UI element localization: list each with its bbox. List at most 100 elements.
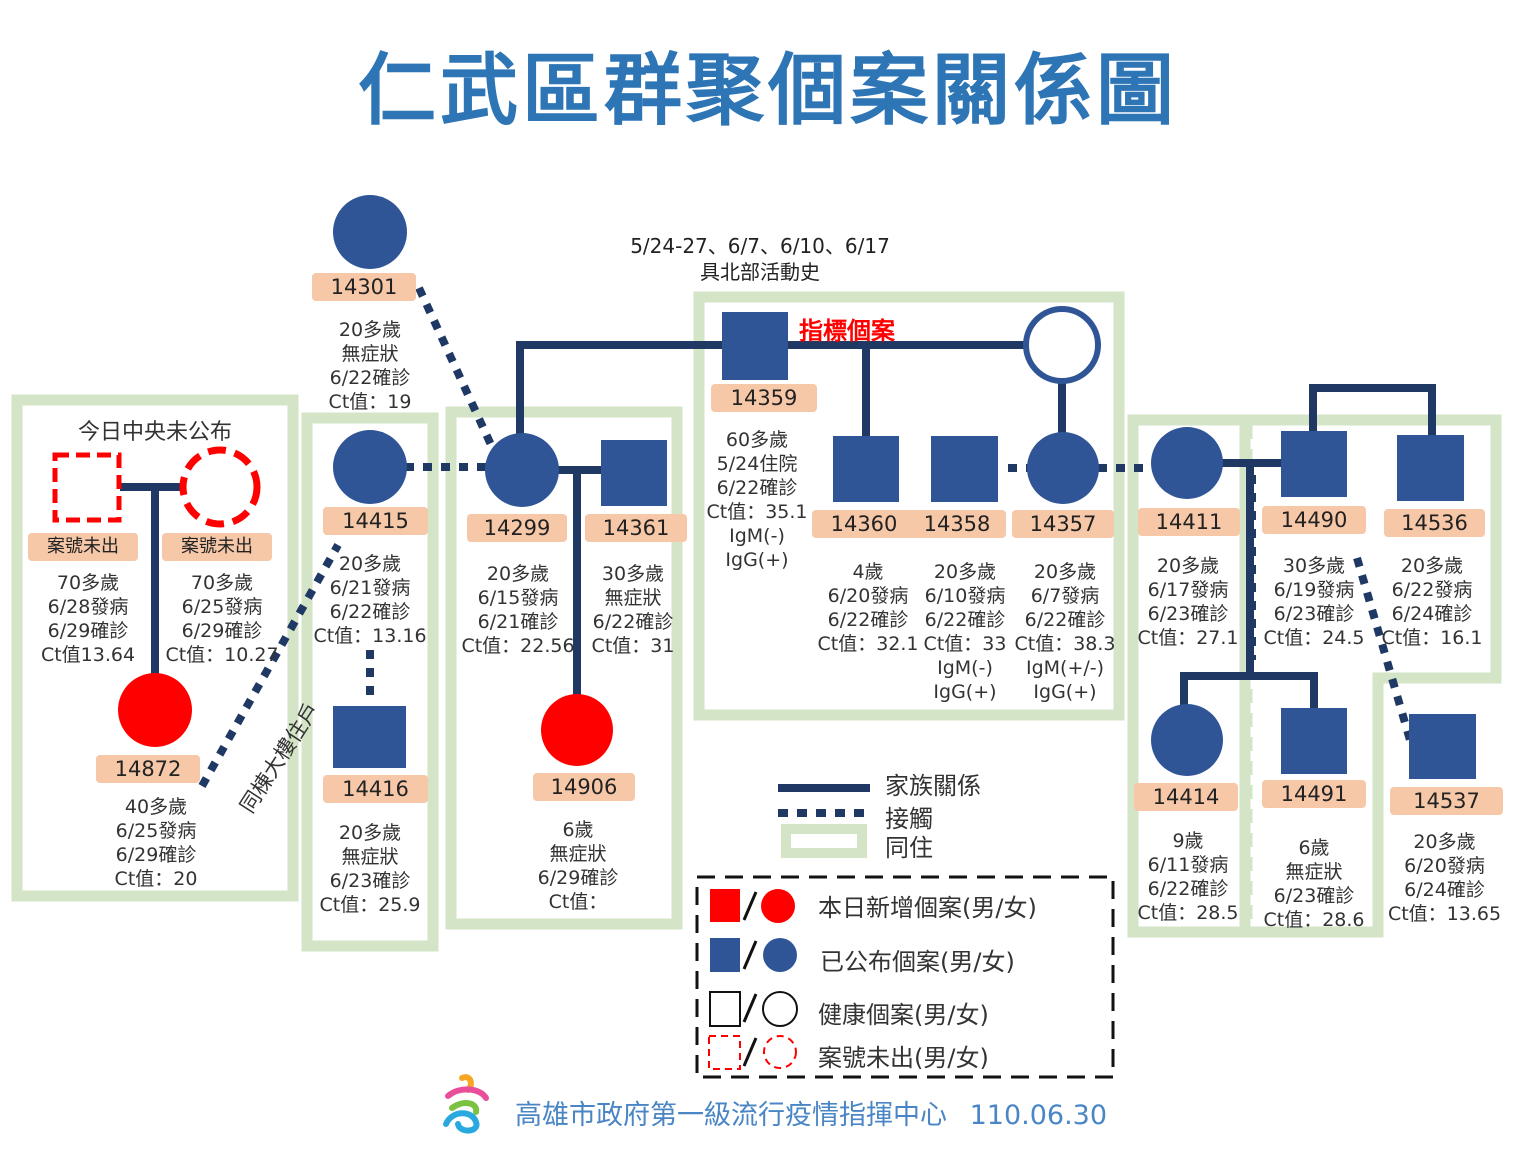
case-info-line: 6/21確診 <box>477 611 559 633</box>
case-id-label: 14537 <box>1390 787 1503 815</box>
legend-published-case-label: 已公布個案(男/女) <box>820 948 1015 976</box>
legend-new-female-icon <box>761 889 795 923</box>
case-info-line: 30多歲 <box>1282 555 1346 577</box>
case-info-line: 無症狀 <box>549 843 607 865</box>
case-info-line: 6/11發病 <box>1147 854 1229 876</box>
legend-healthy-case-label: 健康個案(男/女) <box>818 1001 989 1029</box>
legend-cohabit-icon <box>781 824 867 858</box>
case-info-line: 6/28發病 <box>47 596 129 618</box>
legend-contact-label: 接觸 <box>885 805 933 833</box>
case-info-line: 6/23確診 <box>329 870 411 892</box>
case-14537-male-icon <box>1409 714 1476 779</box>
case-info-line: Ct值：32.1 <box>817 633 919 655</box>
legend-published-male-icon <box>710 938 740 972</box>
case-info-line: 70多歲 <box>190 572 254 594</box>
case-info-line: 6/29確診 <box>537 867 619 889</box>
case-info-line: 6/29確診 <box>181 620 263 642</box>
case-info-line: Ct值：33 <box>923 633 1007 655</box>
case-info-line: 60多歲 <box>725 429 789 451</box>
legend-healthy-female-icon <box>762 991 798 1027</box>
case-14490-male-icon <box>1281 431 1347 497</box>
case-info-line: IgM(-) <box>729 525 785 547</box>
case-info-line: 30多歲 <box>601 563 665 585</box>
footer-org: 高雄市政府第一級流行疫情指揮中心 <box>515 1100 947 1131</box>
case-info-line: Ct值：10.27 <box>165 644 279 666</box>
unpublished-female-icon <box>179 446 261 528</box>
legend-unpublished-case-label: 案號未出(男/女) <box>818 1044 989 1072</box>
activity-note: 5/24-27、6/7、6/10、6/17 具北部活動史 <box>600 233 920 285</box>
case-info-line: 20多歲 <box>1400 555 1464 577</box>
case-id-label: 14872 <box>96 755 200 783</box>
activity-dates: 5/24-27、6/7、6/10、6/17 <box>630 234 890 258</box>
case-id-label: 14906 <box>533 773 635 801</box>
footer-date: 110.06.30 <box>969 1100 1108 1131</box>
case-info-line: 6/22確診 <box>329 367 411 389</box>
case-info-line: 6/21發病 <box>329 577 411 599</box>
case-14416-male-icon <box>333 706 406 768</box>
case-id-label: 14416 <box>323 775 428 803</box>
case-info-line: 6/22發病 <box>1391 579 1473 601</box>
case-info-line: 6/29確診 <box>47 620 129 642</box>
case-id-label: 14357 <box>1012 510 1114 538</box>
case-info-line: Ct值：28.5 <box>1137 902 1239 924</box>
case-id-label: 14359 <box>711 384 817 412</box>
case-info-line: 6/24確診 <box>1391 603 1473 625</box>
case-info-line: 無症狀 <box>1285 861 1343 883</box>
contact-lines <box>198 286 1414 788</box>
case-id-label: 14360 <box>812 510 916 538</box>
case-info-line: 40多歲 <box>124 796 188 818</box>
case-14358-male-icon <box>931 436 998 502</box>
case-id-label: 14491 <box>1262 780 1366 808</box>
case-info-line: 6/24確診 <box>1404 879 1485 901</box>
cohabit-box-unpublished <box>11 394 299 902</box>
case-info-line: Ct值：13.16 <box>313 625 427 647</box>
case-info-line: 6/29確診 <box>115 844 197 866</box>
cohabit-box-14490 <box>1245 414 1502 938</box>
case-id-label: 14414 <box>1134 783 1238 811</box>
legend-unpublished-female-icon <box>763 1035 797 1069</box>
case-info-line: IgG(+) <box>1033 681 1097 703</box>
cohabit-box-14299 <box>445 406 683 930</box>
cohabit-box-14359 <box>693 291 1125 721</box>
contact-line <box>415 286 502 462</box>
case-id-label: 14536 <box>1384 509 1485 537</box>
case-info-line: 6/17發病 <box>1147 579 1229 601</box>
case-info-line: 70多歲 <box>56 572 120 594</box>
case-14906-female-new-icon <box>541 694 613 766</box>
case-info-line: 20多歲 <box>338 553 402 575</box>
case-id-label: 14299 <box>467 514 567 542</box>
case-info-line: 無症狀 <box>341 846 399 868</box>
legend-new-case-label: 本日新增個案(男/女) <box>818 894 1037 922</box>
case-info-line: 6/22確診 <box>1024 609 1106 631</box>
family-line <box>1180 672 1318 710</box>
unpublished-group-title: 今日中央未公布 <box>77 420 232 445</box>
cohabit-boxes <box>11 291 1502 952</box>
case-info-line: Ct值：24.5 <box>1263 627 1365 649</box>
case-info-line: 6/15發病 <box>477 587 559 609</box>
case-info-line: IgG(+) <box>933 681 997 703</box>
case-14491-male-icon <box>1281 708 1347 774</box>
case-info-line: 6/22確診 <box>827 609 909 631</box>
legend-cohabit-label: 同住 <box>885 834 933 862</box>
case-info-line: 4歲 <box>852 561 884 583</box>
case-info-line: Ct值：13.65 <box>1387 903 1502 925</box>
case-id-label: 14361 <box>585 514 687 542</box>
case-info-line: 20多歲 <box>338 319 402 341</box>
case-14359-male-icon <box>722 312 788 380</box>
case-info-line: 6歲 <box>1298 837 1330 859</box>
unpublished-male-icon <box>52 452 122 523</box>
case-info-line: Ct值：38.3 <box>1014 633 1116 655</box>
case-info-line: Ct值：16.1 <box>1381 627 1483 649</box>
case-id-label: 14301 <box>312 273 416 301</box>
case-info-line: IgG(+) <box>725 549 789 571</box>
case-info-line: 6/25發病 <box>181 596 263 618</box>
legend-family-label: 家族關係 <box>885 772 981 800</box>
